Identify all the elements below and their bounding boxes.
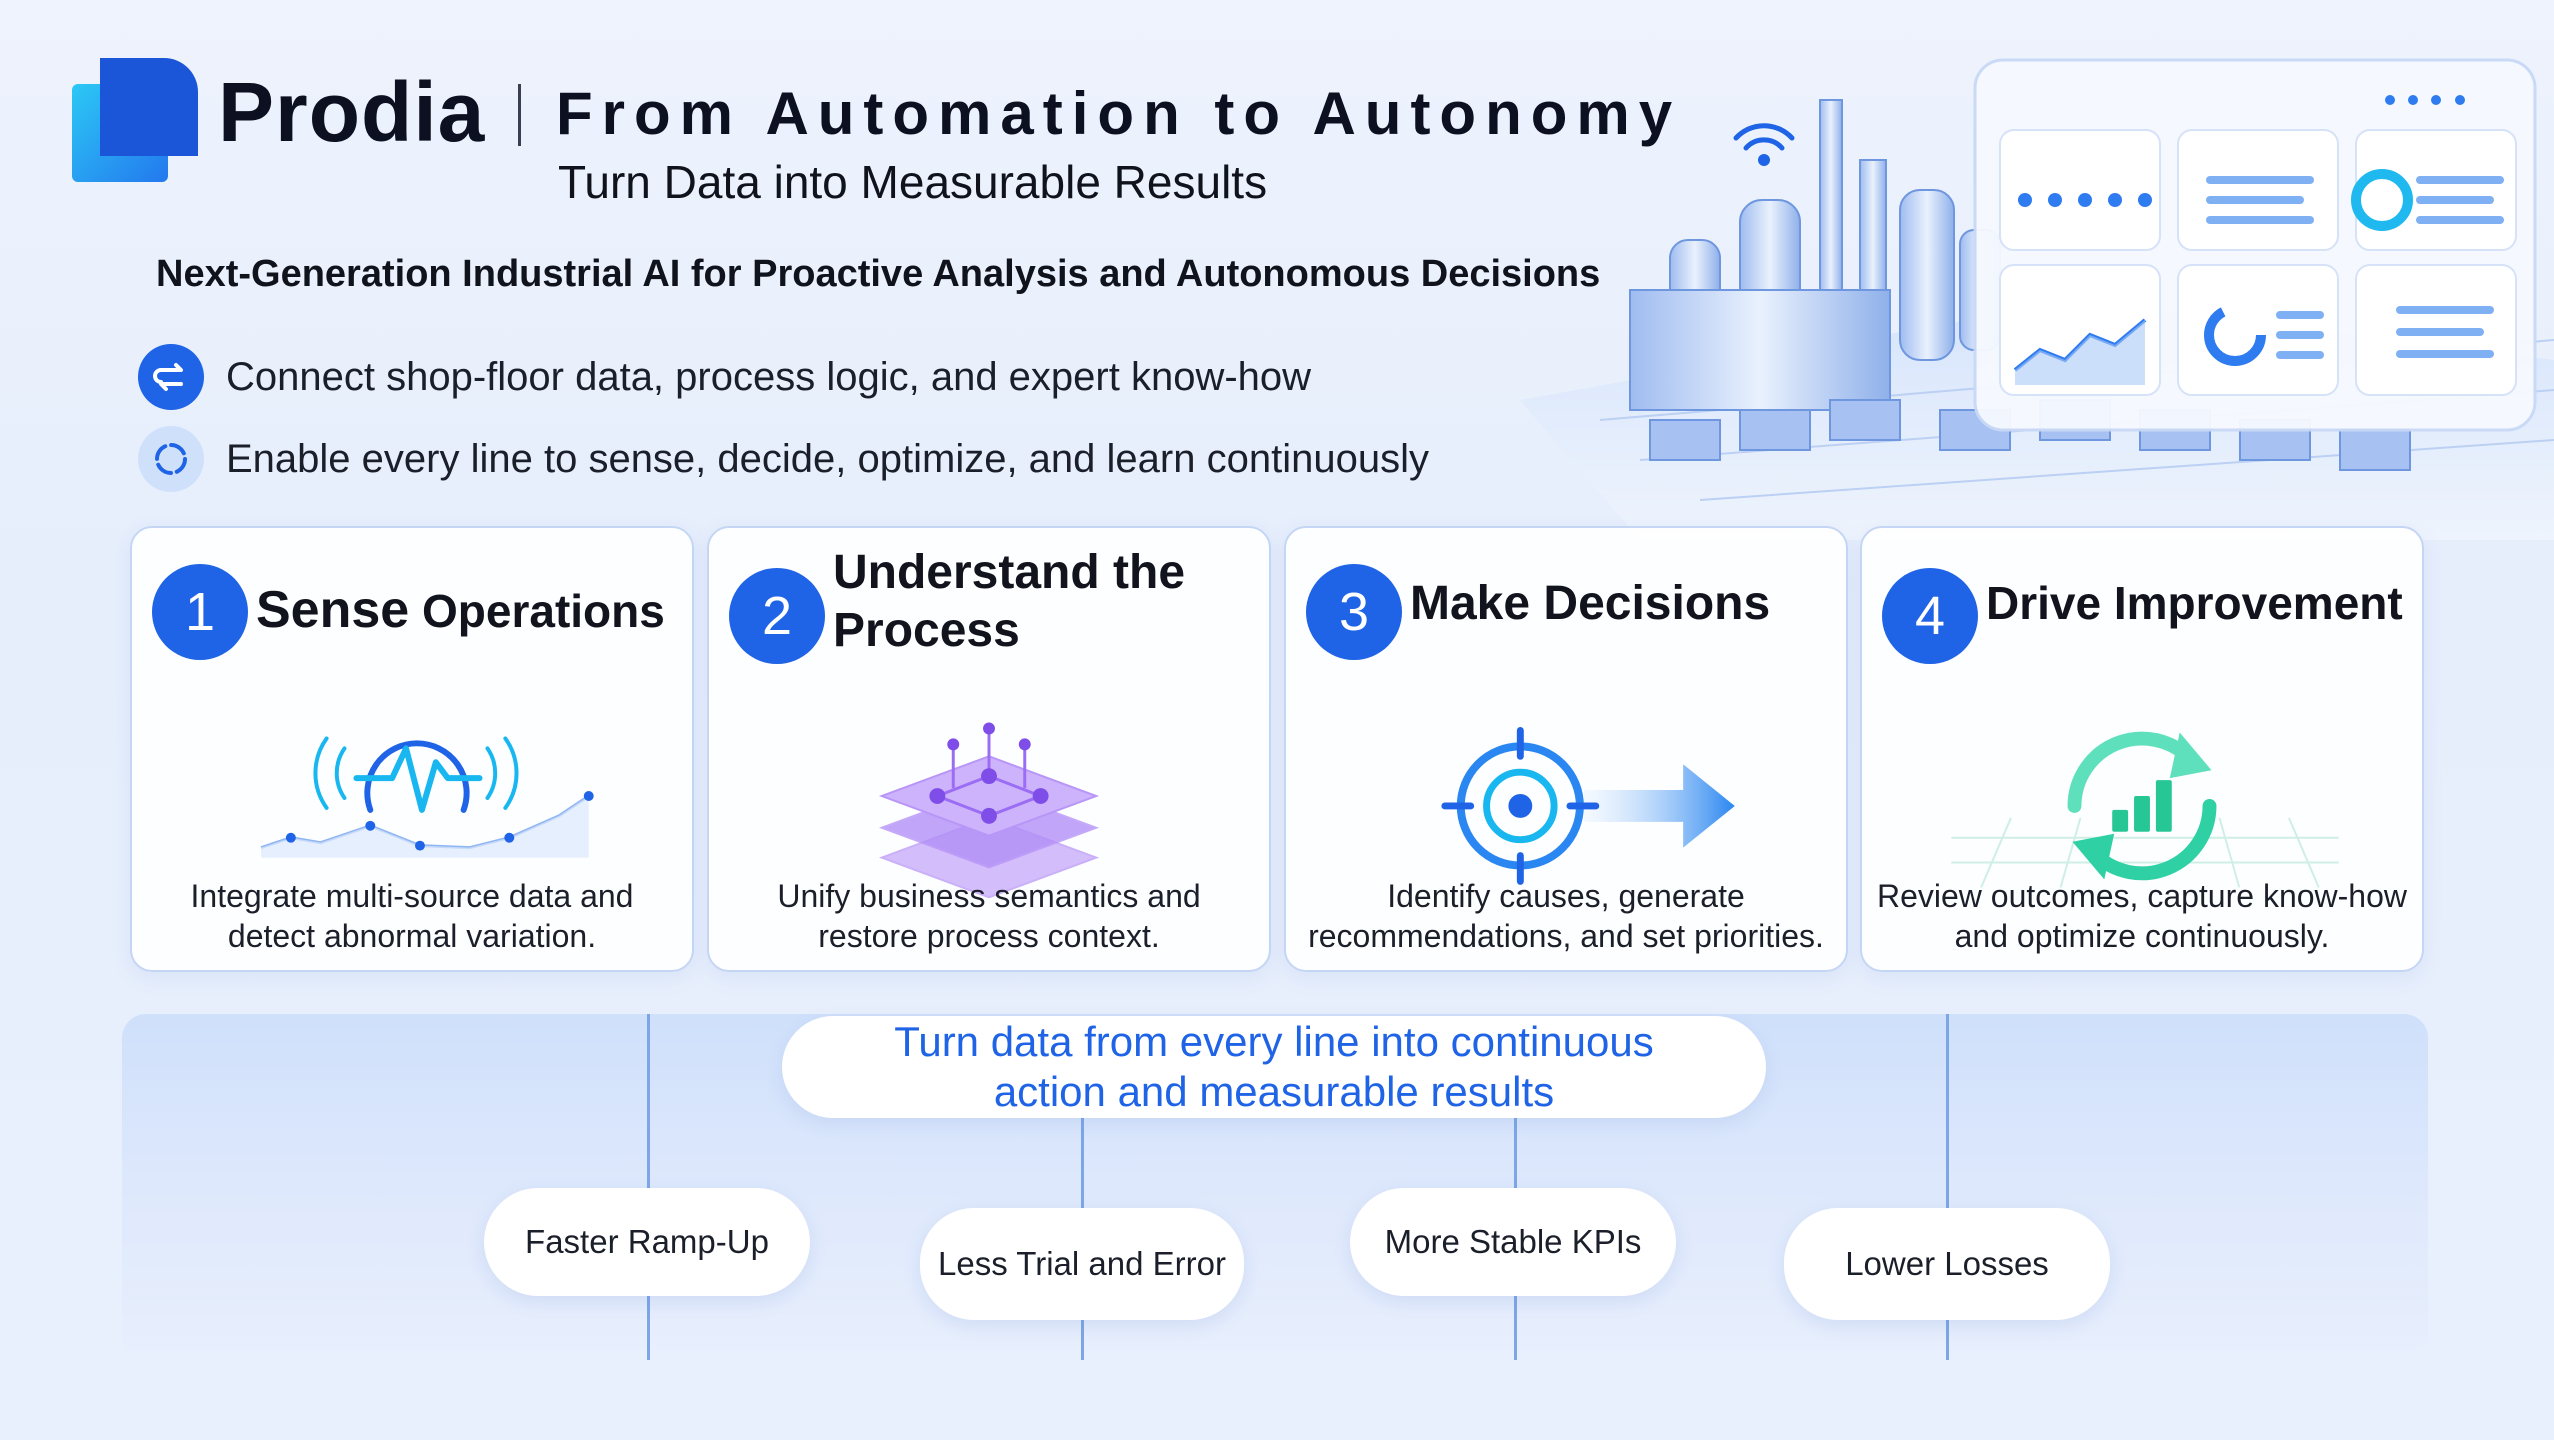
step-description: Identify causes, generate recommendation… [1286,876,1846,956]
outcome-pill: Less Trial and Error [920,1208,1244,1320]
step-number: 4 [1882,568,1978,664]
page-subtitle: Turn Data into Measurable Results [558,156,1268,208]
step-title-rest: Operations [409,585,665,637]
band-headline-line: Turn data from every line into continuou… [894,1018,1654,1065]
layered-graph-icon [878,722,1100,898]
step-number: 1 [152,564,248,660]
factory-dashboard-illustration [1520,58,2554,540]
step-description: Unify business semantics and restore pro… [709,876,1269,956]
step-desc-line: Review outcomes, capture know-how [1876,878,2407,914]
step-number: 2 [729,568,825,664]
step-title: Make Decisions [1410,577,1771,630]
tagline: Next-Generation Industrial AI for Proact… [156,253,1601,295]
sync-arrows-icon [138,344,204,410]
step-desc-line: detect abnormal variation. [227,918,597,954]
step-title-line: Process [833,604,1020,657]
step-desc-line: Integrate multi-source data and [190,878,634,914]
step-desc-line: recommendations, and set priorities. [1308,918,1824,954]
bullet-connect: Connect shop-floor data, process logic, … [138,342,1311,412]
step-description: Review outcomes, capture know-how and op… [1862,876,2422,956]
connector-line [1946,1014,1949,1360]
step-title: Understand the Process [833,544,1185,660]
band-headline: Turn data from every line into continuou… [782,1016,1766,1118]
connector-line [647,1014,650,1360]
step-card-decide: 3 Make Decisions Identify causes, genera… [1284,526,1848,972]
step-number: 3 [1306,564,1402,660]
bullet-text: Enable every line to sense, decide, opti… [226,436,1429,481]
step-card-sense: 1 Sense Operations Integrate multi-sourc… [130,526,694,972]
step-desc-line: Unify business semantics and [777,878,1201,914]
bullet-enable: Enable every line to sense, decide, opti… [138,424,1429,494]
band-headline-line: action and measurable results [993,1068,1555,1115]
step-card-understand: 2 Understand the Process Unify business … [707,526,1271,972]
brand-divider [518,84,521,146]
cycle-icon [138,426,204,492]
step-desc-line: Identify causes, generate [1387,878,1745,914]
target-arrow-icon [1441,727,1735,885]
brand-name: Prodia [218,65,486,159]
step-title: Drive Improvement [1986,577,2403,629]
step-title-main: Sense [256,581,410,639]
outcome-pill: Faster Ramp-Up [484,1188,810,1296]
step-title-line: Understand the [833,546,1186,599]
step-title: Sense Operations [256,580,665,640]
page-title: From Automation to Autonomy [556,80,1682,147]
improvement-cycle-icon [1951,731,2339,888]
pulse-wave-icon [260,736,594,858]
step-description: Integrate multi-source data and detect a… [132,876,692,956]
outcome-pill: Lower Losses [1784,1208,2110,1320]
logo-mark-icon [72,58,198,182]
bullet-text: Connect shop-floor data, process logic, … [226,354,1312,399]
step-desc-line: restore process context. [818,918,1160,954]
outcome-pill: More Stable KPIs [1350,1188,1676,1296]
step-desc-line: and optimize continuously. [1954,918,2330,954]
step-card-improve: 4 Drive Improvement Review outcomes, cap… [1860,526,2424,972]
